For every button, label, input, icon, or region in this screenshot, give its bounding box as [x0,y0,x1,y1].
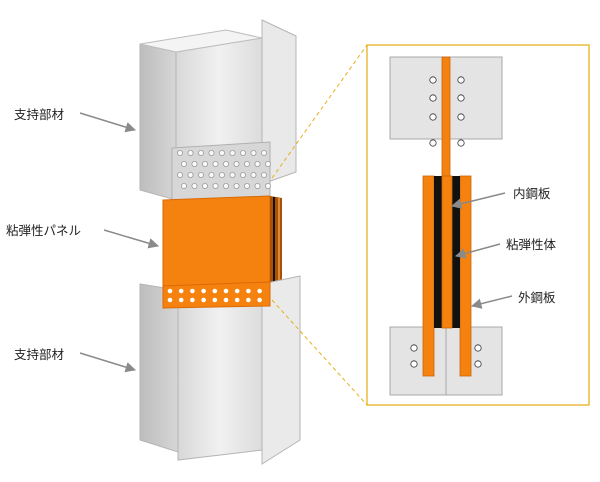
bolt-hole [212,160,219,167]
detail-viscoelastic-right [452,176,460,328]
bolt-hole [239,149,246,156]
arrow-support-top [79,112,137,133]
label-viscoelastic-body: 粘弾性体 [506,237,557,252]
bolt-hole [187,149,194,156]
bolt-hole [212,182,219,189]
bolt-hole [246,297,251,303]
lower-gusset-plate [162,281,271,309]
detail-viscoelastic-left [434,176,442,328]
arrow-viscoelastic-panel [103,229,160,249]
bolt-hole [212,297,218,303]
bolt-hole [167,288,173,294]
bolt-hole [208,149,215,156]
label-inner-steel-plate: 内鋼板 [513,186,551,201]
bolt-hole [197,149,204,156]
bolt-hole [222,160,229,167]
bolt-hole [201,182,208,189]
bolt-hole [197,171,204,178]
bolt-head [474,344,482,352]
bolt-head [429,76,437,84]
upper-support-member [139,19,297,201]
bolt-hole [239,171,246,178]
arrow-viscoelastic-body [454,243,501,259]
bolt-hole [257,288,262,294]
bolt-hole [250,149,257,156]
bolt-hole [190,288,195,294]
bolt-hole [243,182,250,189]
bolt-hole [212,288,218,294]
lower-support-member [139,275,301,465]
bolt-hole [250,171,257,178]
bolt-hole [223,297,229,303]
label-viscoelastic-panel: 粘弾性パネル [6,223,82,238]
arrow-outer-steel [470,295,513,309]
bolt-hole [218,149,225,156]
bolt-hole [208,171,215,178]
bolt-hole [190,297,195,303]
bolt-hole [180,182,187,189]
bolt-hole [260,171,267,178]
viscoelastic-panel [162,195,282,291]
label-outer-steel-plate: 外鋼板 [518,290,556,305]
bolt-hole [222,182,229,189]
bolt-hole [180,160,187,167]
bolt-hole [257,297,262,303]
bolt-hole [218,171,225,178]
detail-outer-plate-right [459,175,472,377]
bolt-hole [201,160,208,167]
arrow-support-bottom [79,352,137,373]
callout-connector-top [271,44,368,179]
bolt-hole [223,288,229,294]
bolt-hole [246,288,251,294]
section-detail [389,56,503,396]
bolt-head [457,139,465,147]
bolt-hole [254,160,261,167]
bolt-hole [254,182,261,189]
bolt-hole [191,160,198,167]
bolt-head [429,113,437,121]
bolt-hole [201,288,206,294]
bolt-hole [178,288,184,294]
detail-bolts [410,76,482,368]
upper-bolt-holes [176,149,271,189]
bolt-hole [243,160,250,167]
bolt-hole [176,149,183,156]
bolt-hole [260,149,267,156]
lower-bolt-holes [167,288,262,303]
bolt-hole [234,288,240,294]
bolt-hole [229,149,236,156]
bolt-hole [176,171,183,178]
bolt-hole [201,297,206,303]
bolt-hole [178,297,184,303]
bolt-hole [233,160,240,167]
bolt-hole [233,182,240,189]
bolt-hole [229,171,236,178]
label-support-bottom: 支持部材 [14,347,65,362]
bolt-head [429,139,437,147]
detail-inner-plate [441,175,453,329]
bolt-hole [187,171,194,178]
callout-connector-bottom [271,299,368,406]
bolt-hole [234,297,240,303]
bolt-head [474,360,482,368]
bolt-head [457,76,465,84]
bolt-hole [191,182,198,189]
bolt-hole [167,297,173,303]
arrow-inner-steel [450,192,506,209]
bolt-head [429,94,437,102]
bolt-hole [264,182,271,189]
label-support-top: 支持部材 [14,107,65,122]
bolt-head [410,360,418,368]
detail-outer-plate-left [422,175,435,377]
bolt-head [410,344,418,352]
bolt-head [457,113,465,121]
bolt-head [457,94,465,102]
detail-inner-plate-top [441,56,451,182]
bolt-hole [264,160,271,167]
